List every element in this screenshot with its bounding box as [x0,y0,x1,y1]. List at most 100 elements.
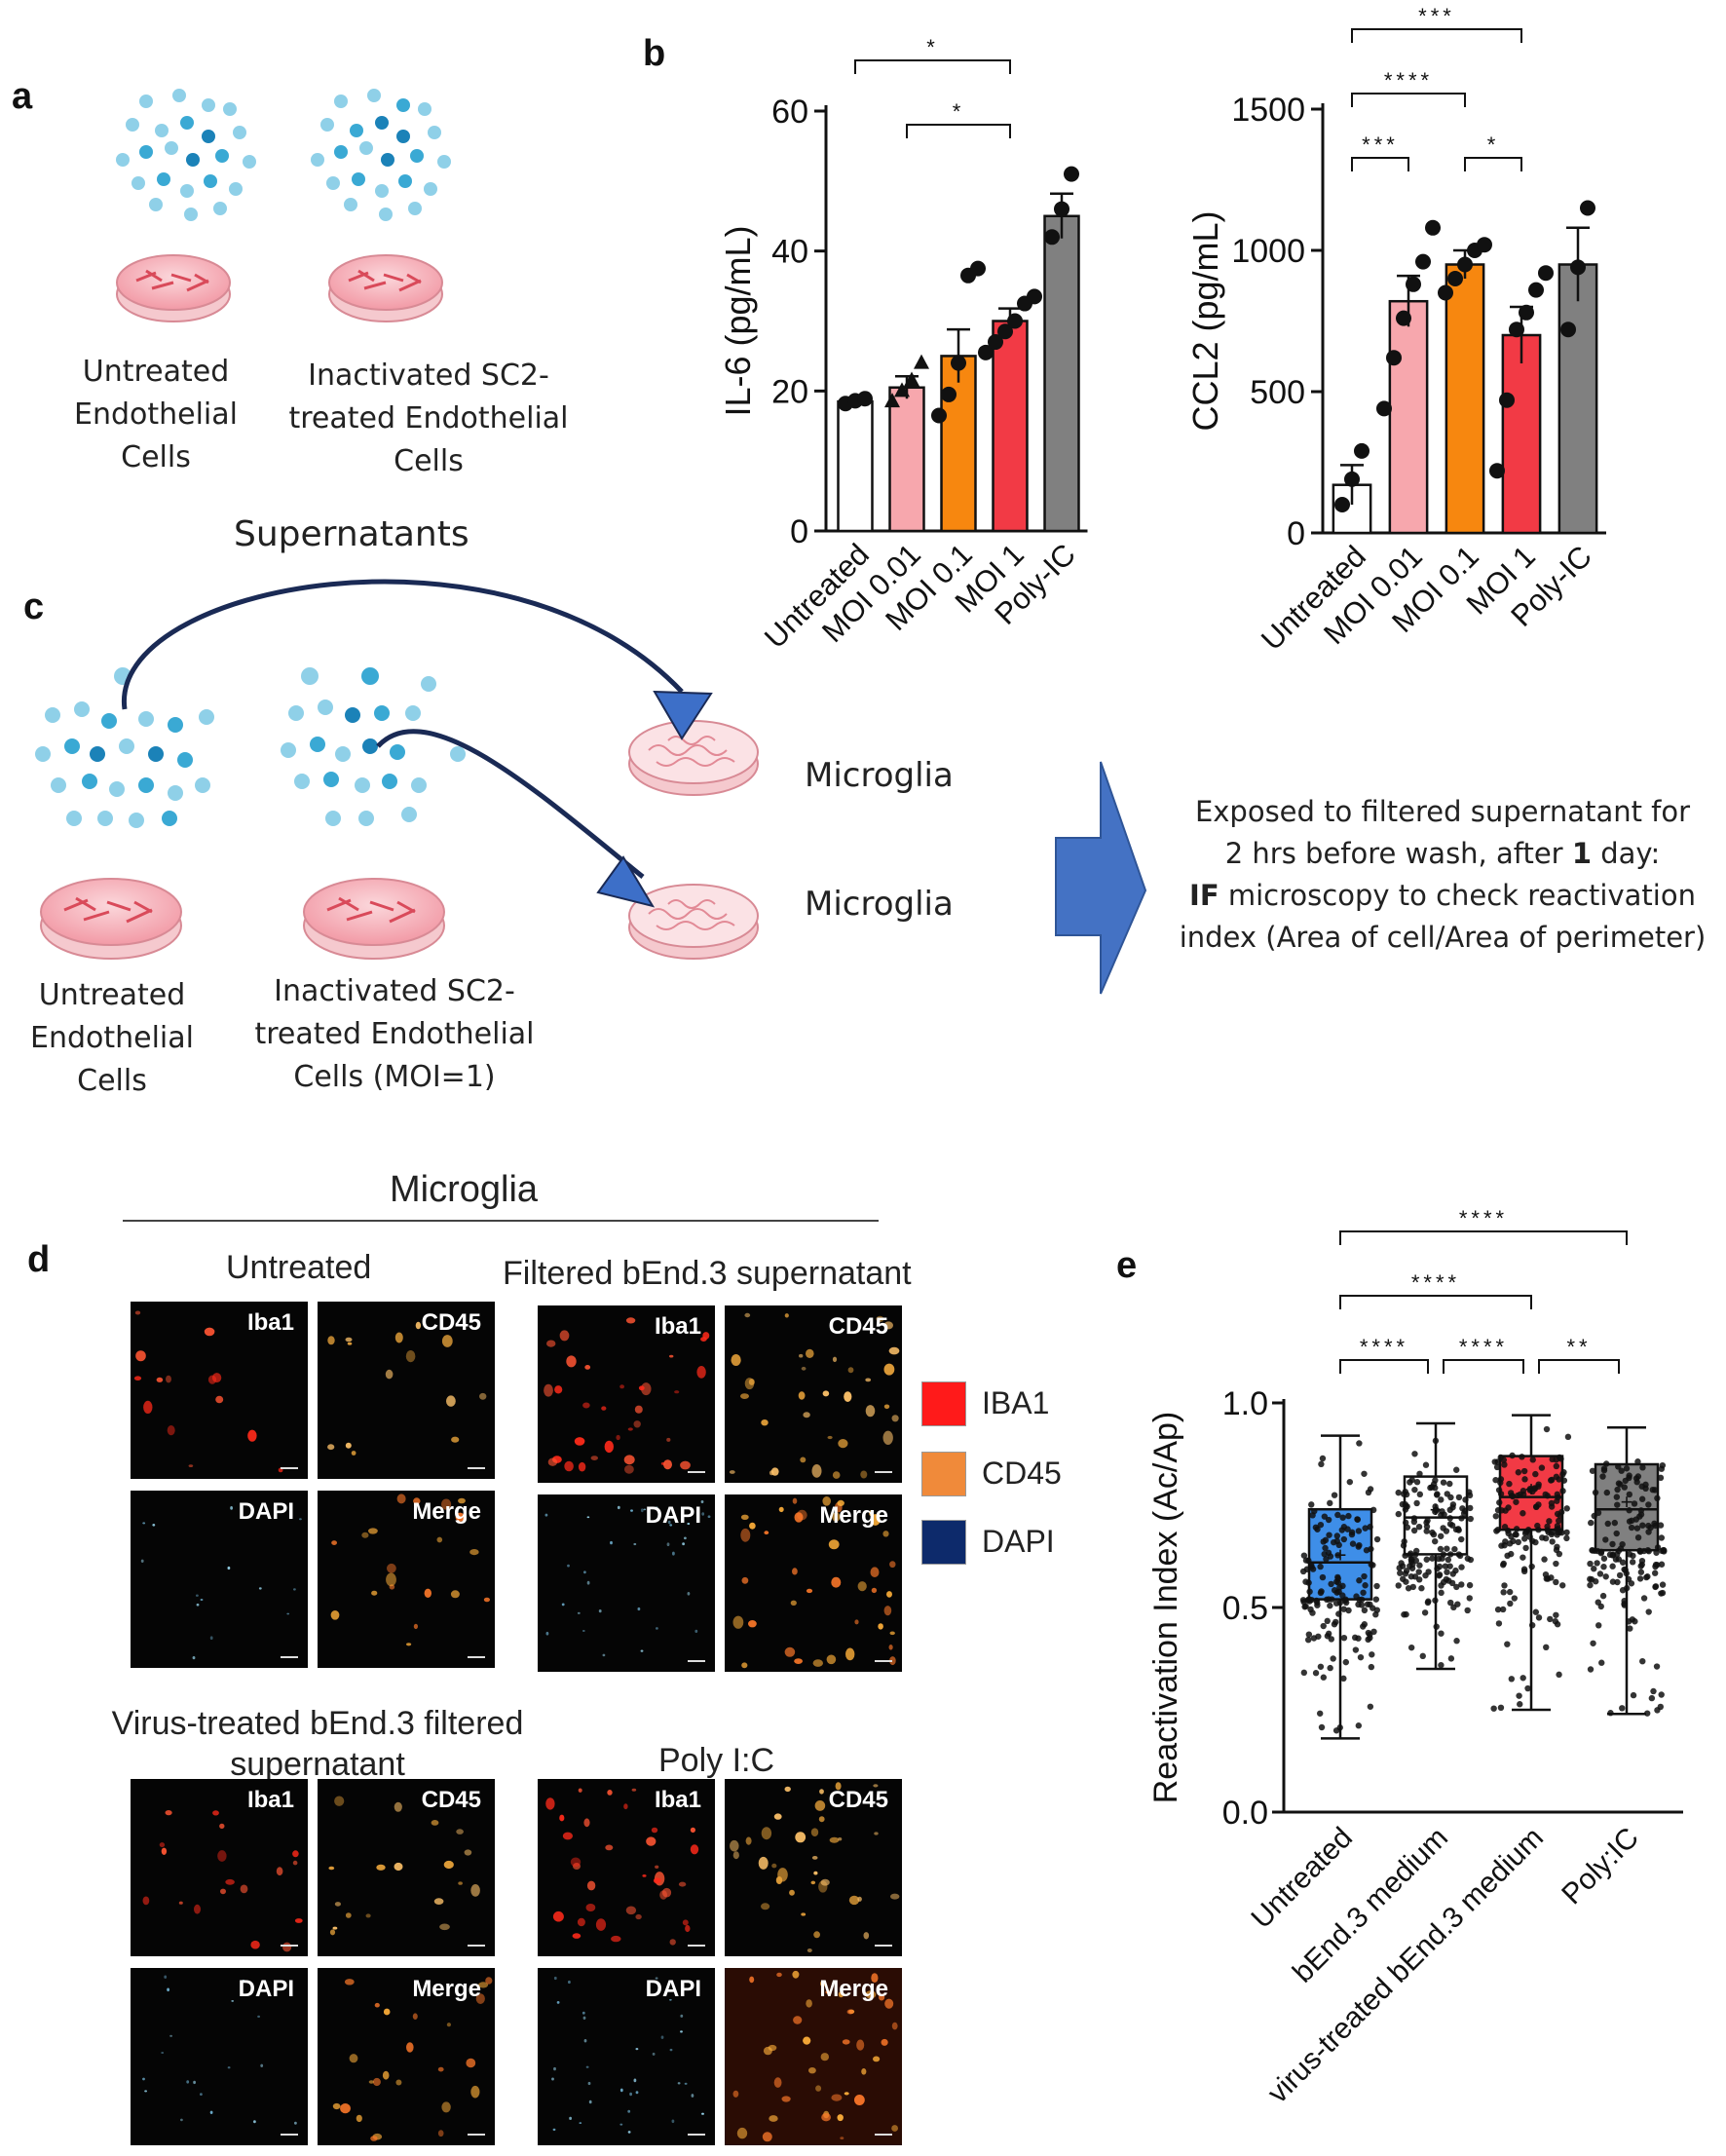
data-point [1614,1501,1621,1508]
protocol-line-2: 2 hrs before wash, after 1 day: [1224,837,1661,870]
cell [825,1990,831,1994]
significance-bracket [1464,157,1522,171]
cell [371,1590,378,1596]
data-point [1631,1500,1638,1507]
data-point [1314,1599,1321,1607]
data-point [1515,1469,1522,1476]
data-point [1432,1597,1439,1604]
cell [680,2014,684,2018]
cell [669,1354,674,1358]
data-point [1447,1599,1454,1607]
cell [562,1832,573,1840]
data-point [1007,313,1023,329]
data-point [1629,1559,1636,1566]
data-point [1439,1555,1445,1562]
data-point [1462,1496,1469,1503]
cell [569,2116,572,2120]
data-point [1535,1614,1543,1621]
cell [220,1888,226,1895]
data-point [1334,1552,1341,1559]
arrow-treated-to-microglia [376,729,645,879]
data-point [1652,1563,1659,1570]
x-tick-label: Poly:IC [1556,1822,1645,1911]
data-point [1619,1705,1626,1712]
data-point [1658,1561,1666,1568]
cell [441,1498,452,1510]
tile-label: DAPI [645,1976,701,2002]
cell [570,1857,582,1868]
cell [242,1979,245,1983]
cell [566,1355,577,1368]
cell [873,1784,879,1788]
cell [643,1508,647,1511]
cell [762,2132,772,2142]
data-point [1630,1691,1637,1699]
cell [854,1619,859,1625]
data-point [1648,1694,1656,1702]
data-point [1308,1501,1315,1508]
data-point [1318,1723,1326,1731]
cell [547,1457,558,1466]
data-point [904,371,919,387]
data-point [1519,304,1534,321]
data-point [1535,1481,1542,1488]
cell [567,1564,570,1568]
cell [396,1494,406,1504]
cell [667,1520,671,1525]
significance-label: **** [1459,1335,1508,1359]
y-tick-label: 1.0 [1222,1385,1268,1422]
cell [680,1460,691,1470]
data-point [1593,1578,1599,1585]
data-point [1595,1509,1602,1517]
cell [813,1931,820,1939]
cell [794,1658,803,1664]
cell [730,1839,739,1852]
cell [240,1884,248,1894]
mean-marker: + [1430,1497,1443,1522]
cell [640,1649,644,1652]
cell [795,1832,807,1843]
scale-bar [281,1945,298,1947]
cell [219,1823,225,1830]
micrograph-cells [545,1788,699,1946]
data-point [1335,1541,1342,1549]
data-point [1410,1527,1418,1534]
data-point [1609,1563,1616,1570]
data-point [1619,1540,1626,1548]
cell [748,1620,757,1628]
data-point [1423,1528,1430,1534]
cell [656,1627,658,1630]
data-point [1607,1710,1614,1717]
data-point [1637,1569,1645,1575]
data-point [1398,1560,1405,1567]
data-point [1309,1512,1316,1519]
cell [365,1913,371,1918]
data-point [1657,1474,1665,1482]
legend-label-dapi: DAPI [982,1524,1055,1559]
micrograph-tile: Merge [318,1968,495,2145]
cell [595,1918,607,1931]
data-point [1373,1535,1381,1543]
cell [623,1803,628,1810]
cell [204,1327,215,1337]
cell [797,1509,807,1521]
significance-label: **** [1411,1270,1460,1295]
cell [741,1576,749,1584]
data-point [1521,1476,1528,1483]
tile-label: CD45 [421,1309,481,1336]
data-point [1320,1622,1327,1630]
cell [869,1510,874,1517]
cell [209,1636,213,1640]
tile-label: Merge [412,1976,481,2002]
data-point [1397,1570,1404,1576]
micrograph-tile: CD45 [318,1779,495,1956]
data-point [1636,1575,1644,1582]
cell [684,2082,688,2085]
significance-label: *** [1418,4,1455,28]
scale-bar [468,1945,485,1947]
mean-marker: + [1334,1542,1347,1567]
data-point [1349,1540,1357,1547]
data-point [1501,1461,1508,1468]
bar [888,386,925,533]
cell [586,1880,596,1891]
